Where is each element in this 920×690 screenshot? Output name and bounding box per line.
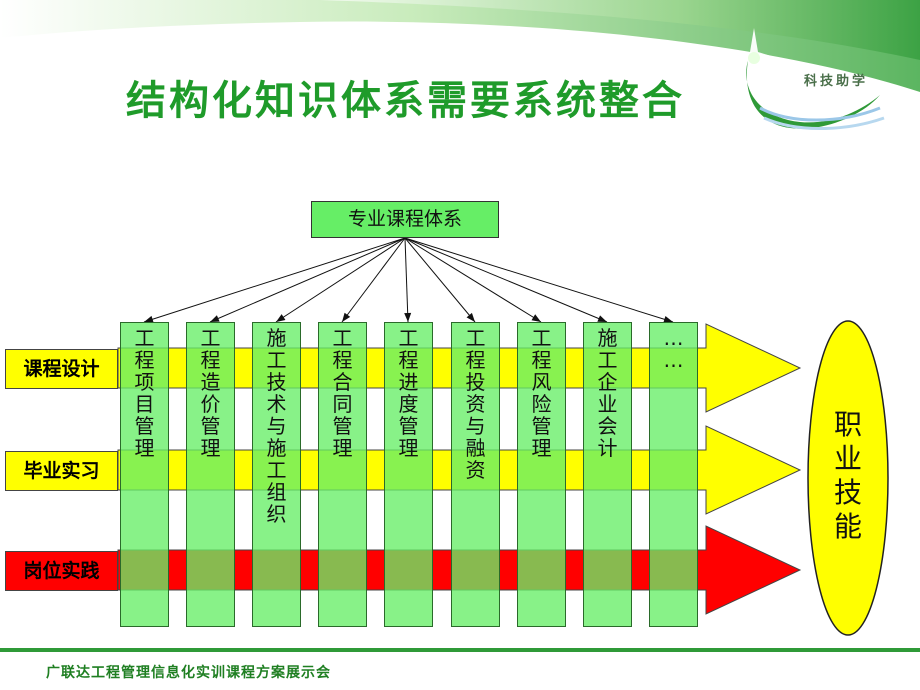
footer-text: 广联达工程管理信息化实训课程方案展示会 [46, 665, 331, 681]
course-column-project-management: 工 程 项 目 管 理 [120, 322, 169, 627]
root-course-system-box: 专业课程体系 [311, 201, 499, 238]
course-column-more: … … [649, 322, 698, 627]
course-column-label: … … [663, 326, 684, 372]
connector-line [209, 237, 406, 323]
connector-line [404, 237, 542, 323]
goal-ellipse [807, 320, 889, 636]
connector-arrowhead [210, 315, 220, 322]
row-label-graduation-internship: 毕业实习 [5, 451, 118, 491]
connector-line [404, 237, 608, 323]
logo-text: 科技助学 [804, 74, 869, 89]
course-column-label: 工 程 合 同 管 理 [332, 326, 353, 460]
connector-arrowhead [342, 312, 351, 322]
connector-arrowhead [276, 314, 286, 322]
course-column-label: 施 工 技 术 与 施 工 组 织 [266, 326, 287, 526]
connector-line [404, 237, 409, 323]
course-column-schedule-management: 工 程 进 度 管 理 [384, 322, 433, 627]
course-column-enterprise-accounting: 施 工 企 业 会 计 [583, 322, 632, 627]
course-column-label: 工 程 项 目 管 理 [134, 326, 155, 460]
row-label-job-practice: 岗位实践 [5, 551, 118, 591]
course-column-label: 工 程 进 度 管 理 [398, 326, 419, 460]
root-connectors [143, 237, 674, 323]
course-column-label: 工 程 造 价 管 理 [200, 326, 221, 460]
connector-arrowhead [404, 312, 412, 322]
connector-arrowhead [466, 312, 475, 322]
connector-arrowhead [663, 315, 673, 323]
goal-label: 职 业 技 能 [833, 408, 862, 543]
course-column-label: 施 工 企 业 会 计 [597, 326, 618, 460]
footer-divider [0, 648, 920, 652]
course-column-investment-financing: 工 程 投 资 与 融 资 [451, 322, 500, 627]
connector-line [404, 237, 476, 323]
row-label-course-design: 课程设计 [5, 349, 118, 389]
course-column-label: 工 程 风 险 管 理 [531, 326, 552, 460]
logo-icon [730, 28, 885, 130]
connector-line [275, 237, 406, 323]
connector-arrowhead [597, 315, 607, 322]
page-title: 结构化知识体系需要系统整合 [126, 78, 685, 124]
course-column-contract-management: 工 程 合 同 管 理 [318, 322, 367, 627]
course-column-risk-management: 工 程 风 险 管 理 [517, 322, 566, 627]
connector-line [143, 237, 406, 323]
course-column-label: 工 程 投 资 与 融 资 [465, 326, 486, 482]
header-swoosh-2 [320, 0, 920, 60]
connector-line [341, 237, 406, 323]
connector-arrowhead [144, 315, 154, 323]
connector-line [404, 237, 674, 323]
course-column-cost-management: 工 程 造 价 管 理 [186, 322, 235, 627]
connector-arrowhead [531, 314, 541, 322]
course-column-construction-tech: 施 工 技 术 与 施 工 组 织 [252, 322, 301, 627]
